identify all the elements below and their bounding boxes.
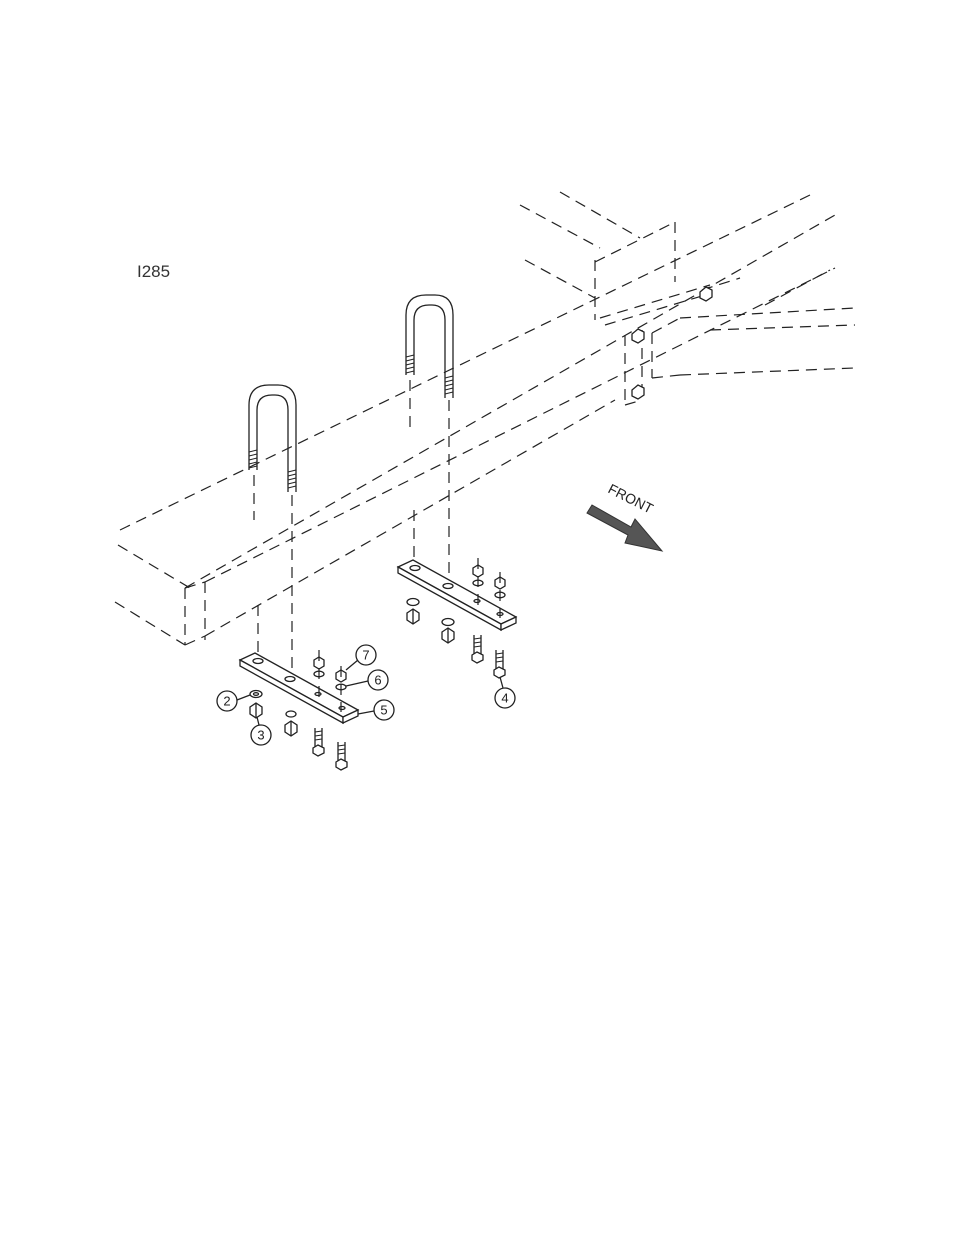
callout-5: 5	[358, 700, 394, 720]
callout-7: 7	[346, 645, 376, 670]
bolt-head	[336, 759, 347, 770]
svg-text:7: 7	[362, 648, 369, 663]
bracket-bolt-head	[700, 287, 712, 301]
lock-washer	[407, 599, 419, 606]
hanger-bracket	[600, 270, 855, 405]
bolt-head	[494, 667, 505, 678]
u-bolt-right	[406, 295, 453, 585]
svg-text:6: 6	[374, 673, 381, 688]
svg-text:2: 2	[223, 694, 230, 709]
bracket-bolt-head	[632, 329, 644, 343]
callout-3: 3	[251, 717, 271, 745]
figure-id-label: I285	[137, 262, 170, 281]
lock-washer	[442, 619, 454, 626]
bracket-bolt-head	[632, 385, 644, 399]
bolt-head	[313, 745, 324, 756]
u-bolt-left	[249, 385, 296, 680]
axle-beam	[115, 195, 835, 645]
svg-text:5: 5	[380, 703, 387, 718]
frame-member	[520, 192, 675, 320]
lock-washer	[250, 691, 262, 698]
front-label: FRONT	[606, 480, 657, 516]
svg-text:4: 4	[501, 691, 508, 706]
svg-text:3: 3	[257, 728, 264, 743]
callout-2: 2	[217, 691, 250, 711]
callout-4: 4	[495, 677, 515, 708]
lock-washer	[286, 711, 296, 717]
callout-6: 6	[346, 670, 388, 690]
front-direction-indicator: FRONT	[587, 480, 662, 551]
bolt-head	[472, 652, 483, 663]
